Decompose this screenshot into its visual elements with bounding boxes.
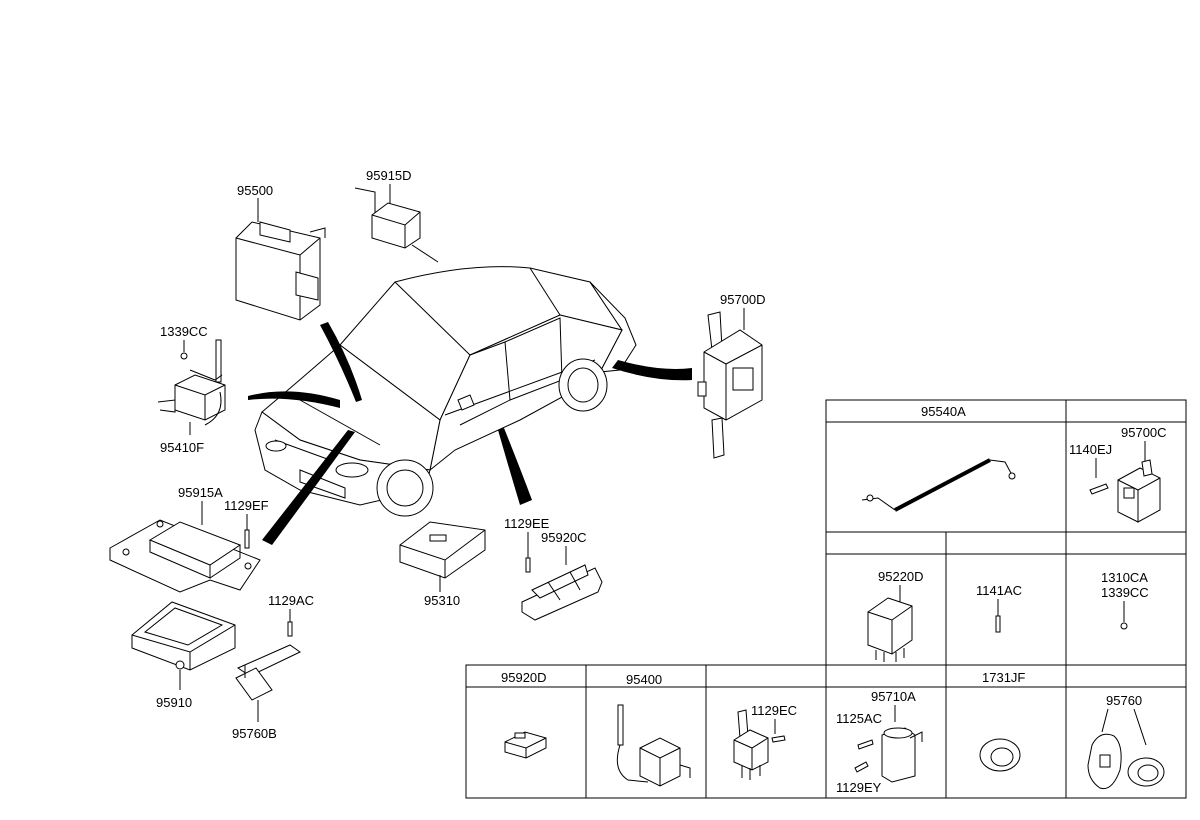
label-1310CA: 1310CA bbox=[1101, 570, 1148, 585]
parts-table-grid bbox=[465, 399, 1187, 799]
cell-95700C: 95700C 1140EJ bbox=[1069, 425, 1167, 523]
label-95220D: 95220D bbox=[878, 569, 924, 584]
label-1129EE: 1129EE bbox=[504, 516, 550, 531]
label-95540A: 95540A bbox=[921, 404, 966, 419]
part-1129AC: 1129AC bbox=[268, 593, 314, 637]
label-95500: 95500 bbox=[237, 183, 273, 198]
label-95700C: 95700C bbox=[1121, 425, 1167, 440]
cell-95760: 95760 bbox=[1087, 693, 1165, 790]
label-95920C: 95920C bbox=[541, 530, 587, 545]
part-95915D: 95915D bbox=[354, 168, 439, 263]
part-95920C: 1129EE 95920C bbox=[504, 516, 603, 621]
label-95915A: 95915A bbox=[178, 485, 223, 500]
cell-1310CA: 1310CA 1339CC bbox=[1101, 570, 1149, 630]
label-95920D: 95920D bbox=[501, 670, 547, 685]
label-95310: 95310 bbox=[424, 593, 460, 608]
part-95700D: 95700D bbox=[697, 292, 766, 459]
part-95500: 95500 bbox=[235, 183, 326, 321]
label-1141AC: 1141AC bbox=[976, 583, 1022, 598]
label-1129EY: 1129EY bbox=[836, 780, 882, 795]
part-95410F: 1339CC 95410F bbox=[157, 324, 226, 455]
label-1339CC-b: 1339CC bbox=[1101, 585, 1149, 600]
part-95915A: 95915A 1129EF bbox=[109, 485, 269, 593]
label-95410F: 95410F bbox=[160, 440, 204, 455]
label-1339CC-a: 1339CC bbox=[160, 324, 208, 339]
label-1129EF: 1129EF bbox=[224, 498, 269, 513]
label-95710A: 95710A bbox=[871, 689, 916, 704]
car-illustration bbox=[254, 266, 637, 517]
label-95910: 95910 bbox=[156, 695, 192, 710]
cell-95540A: 95540A bbox=[861, 404, 1016, 512]
label-1129AC: 1129AC bbox=[268, 593, 314, 608]
cell-95400: 95400 bbox=[616, 672, 691, 787]
cell-1129EC: 1129EC bbox=[733, 703, 797, 780]
label-1731JF: 1731JF bbox=[982, 670, 1025, 685]
cell-95710A: 95710A 1125AC 1129EY bbox=[836, 689, 923, 795]
part-95910: 95910 bbox=[131, 601, 236, 710]
cell-95920D: 95920D bbox=[501, 670, 547, 759]
cell-1731JF: 1731JF bbox=[979, 670, 1025, 772]
label-1129EC: 1129EC bbox=[751, 703, 797, 718]
label-95760B: 95760B bbox=[232, 726, 277, 741]
cell-1141AC: 1141AC bbox=[976, 583, 1022, 633]
label-95915D: 95915D bbox=[366, 168, 412, 183]
part-95310: 95310 bbox=[399, 521, 486, 608]
label-1140EJ: 1140EJ bbox=[1069, 442, 1112, 457]
label-1125AC: 1125AC bbox=[836, 711, 882, 726]
cell-95220D: 95220D bbox=[867, 569, 924, 662]
pointer-wedges bbox=[248, 322, 692, 545]
label-95760: 95760 bbox=[1106, 693, 1142, 708]
label-95700D: 95700D bbox=[720, 292, 766, 307]
part-95760B: 95760B bbox=[232, 644, 301, 741]
label-95400: 95400 bbox=[626, 672, 662, 687]
